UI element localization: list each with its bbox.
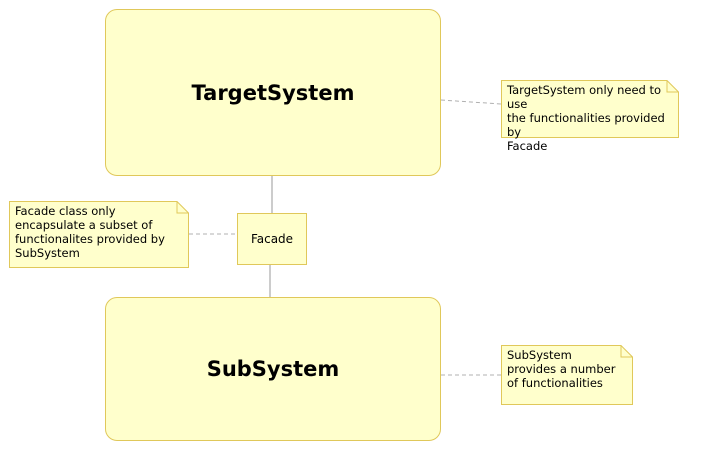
note-facade[interactable]: Facade class only encapsulate a subset o… [9, 201, 189, 268]
note-shape-icon [501, 80, 679, 138]
sub-system-node[interactable]: SubSystem [105, 297, 441, 441]
facade-label: Facade [250, 232, 294, 246]
note-target-text: TargetSystem only need to use the functi… [507, 83, 665, 153]
target-system-node[interactable]: TargetSystem [105, 9, 441, 176]
note-shape-icon [9, 201, 189, 268]
note-link-target [440, 99, 502, 105]
note-target-system[interactable]: TargetSystem only need to use the functi… [501, 80, 679, 153]
sub-system-label: SubSystem [206, 357, 340, 381]
target-system-label: TargetSystem [191, 80, 355, 105]
note-sub-text: SubSystem provides a number of functiona… [507, 348, 616, 390]
note-shape-icon [501, 345, 633, 405]
note-facade-text: Facade class only encapsulate a subset o… [15, 204, 165, 260]
note-sub-system[interactable]: SubSystem provides a number of functiona… [501, 345, 633, 405]
facade-node[interactable]: Facade [237, 213, 307, 265]
